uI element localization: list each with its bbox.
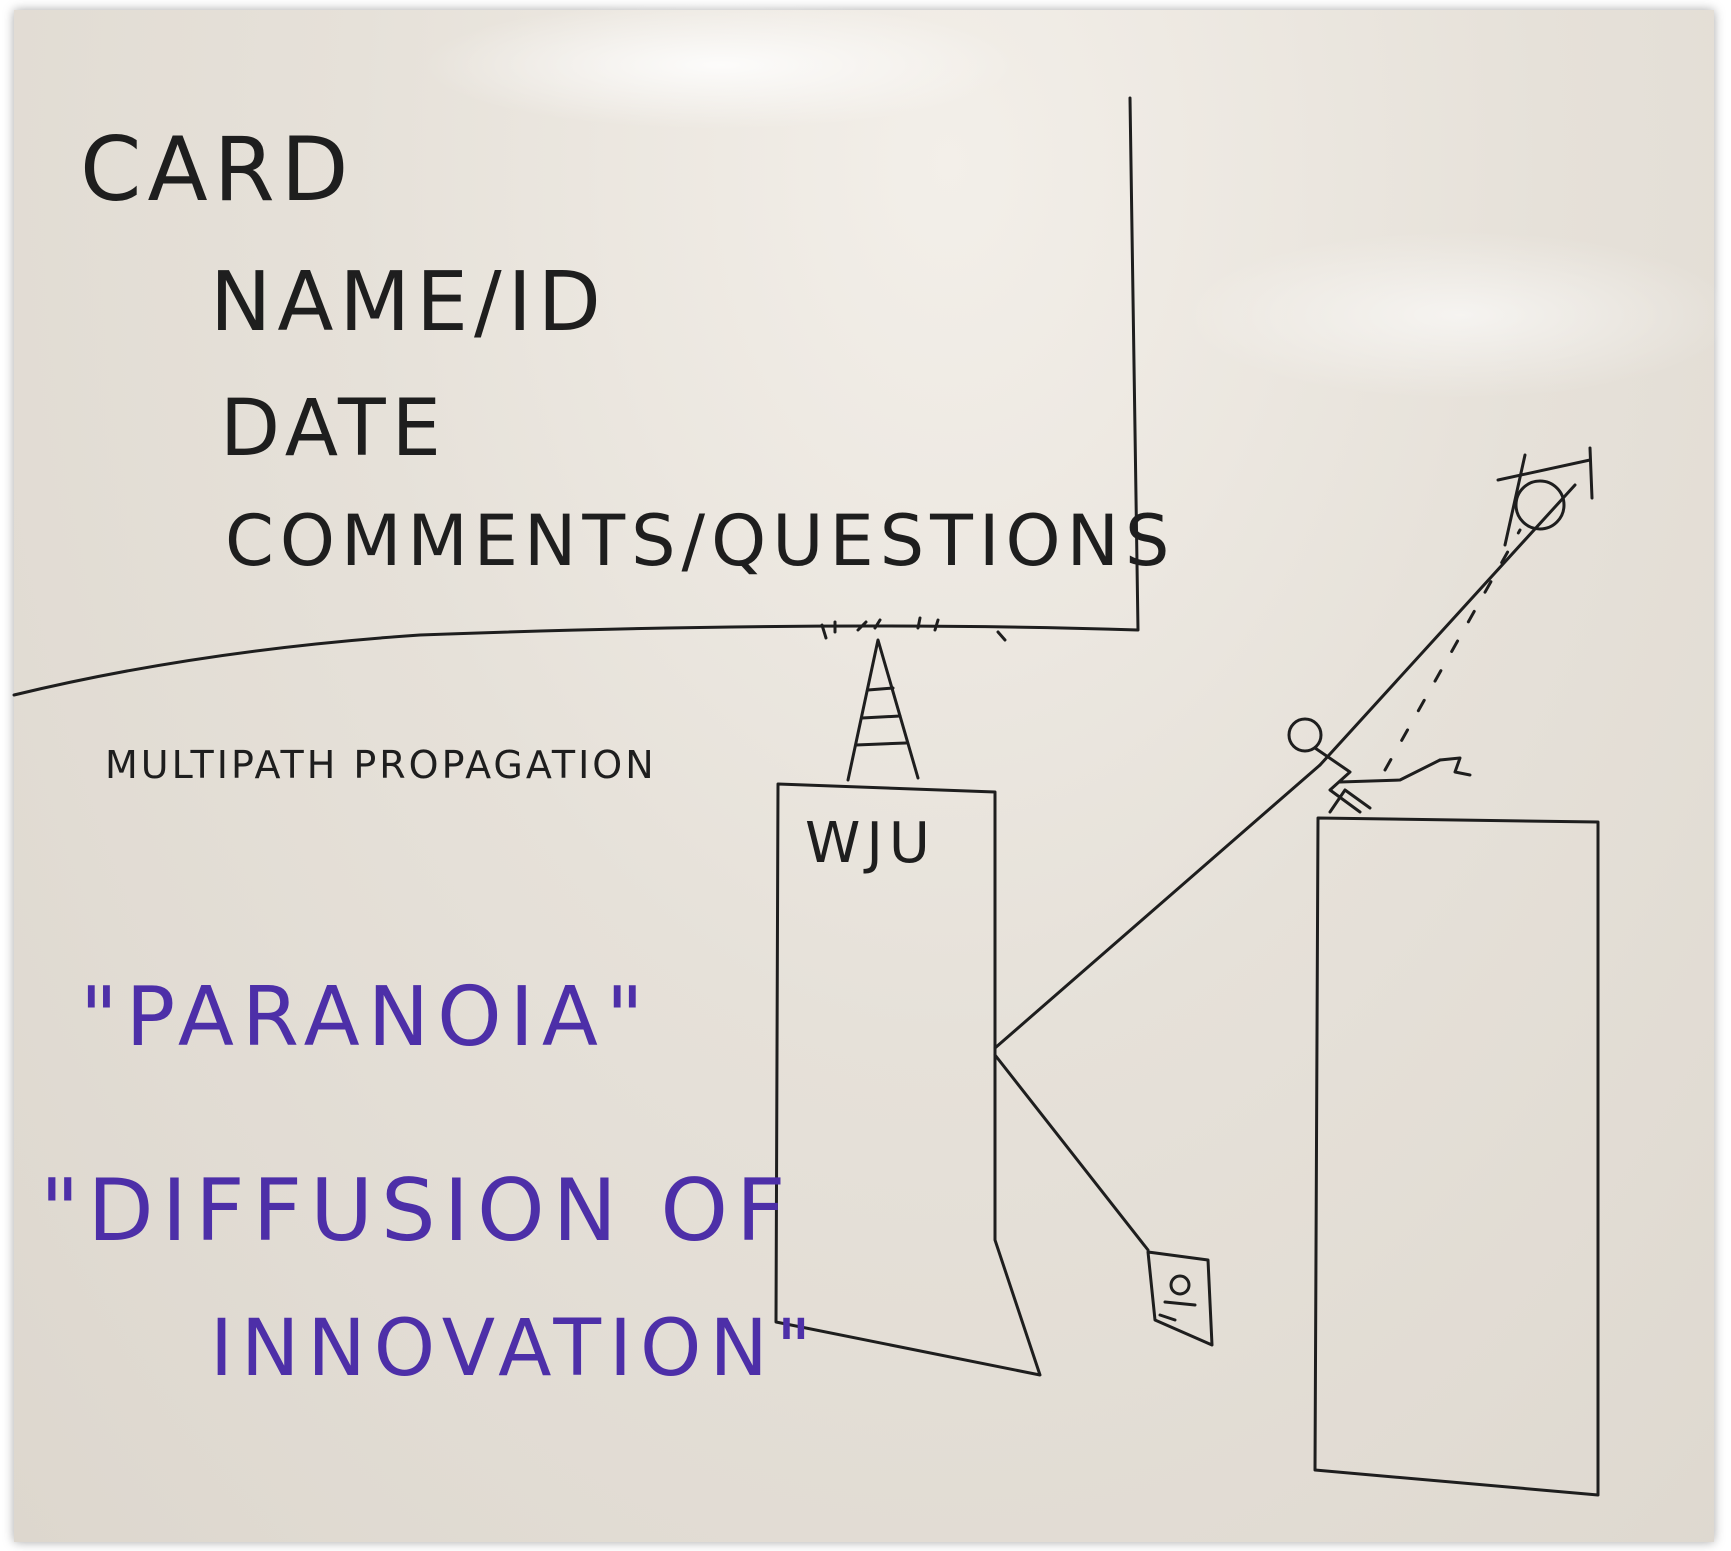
diagram-heading: MULTIPATH PROPAGATION: [105, 743, 657, 787]
signal-path-to-satellite: [1318, 483, 1577, 767]
building-label: WJU: [805, 811, 936, 876]
person-figure-icon: [1287, 717, 1472, 814]
radio-tower-icon: [820, 616, 1007, 782]
receiver-device-icon: [1146, 1250, 1214, 1347]
card-field-date: DATE: [220, 384, 447, 474]
signal-path-to-receiver: [993, 1053, 1150, 1252]
signal-path-direct-dashed: [1383, 528, 1522, 772]
quote-paranoia: "PARANOIA": [80, 970, 652, 1065]
light-glare: [420, 0, 1020, 130]
card-field-name-id: NAME/ID: [210, 255, 607, 350]
quote-diffusion-of: "DIFFUSION OF: [40, 1161, 794, 1261]
reflecting-building: [1313, 816, 1600, 1497]
card-title: CARD: [80, 118, 355, 221]
card-box-border: [12, 96, 1140, 697]
quote-innovation: INNOVATION": [210, 1304, 820, 1394]
light-glare: [1180, 230, 1731, 400]
wju-building: [774, 782, 1042, 1377]
signal-path-reflected: [993, 763, 1322, 1050]
satellite-icon: [1496, 446, 1594, 547]
card-field-comments-questions: COMMENTS/QUESTIONS: [225, 500, 1175, 582]
